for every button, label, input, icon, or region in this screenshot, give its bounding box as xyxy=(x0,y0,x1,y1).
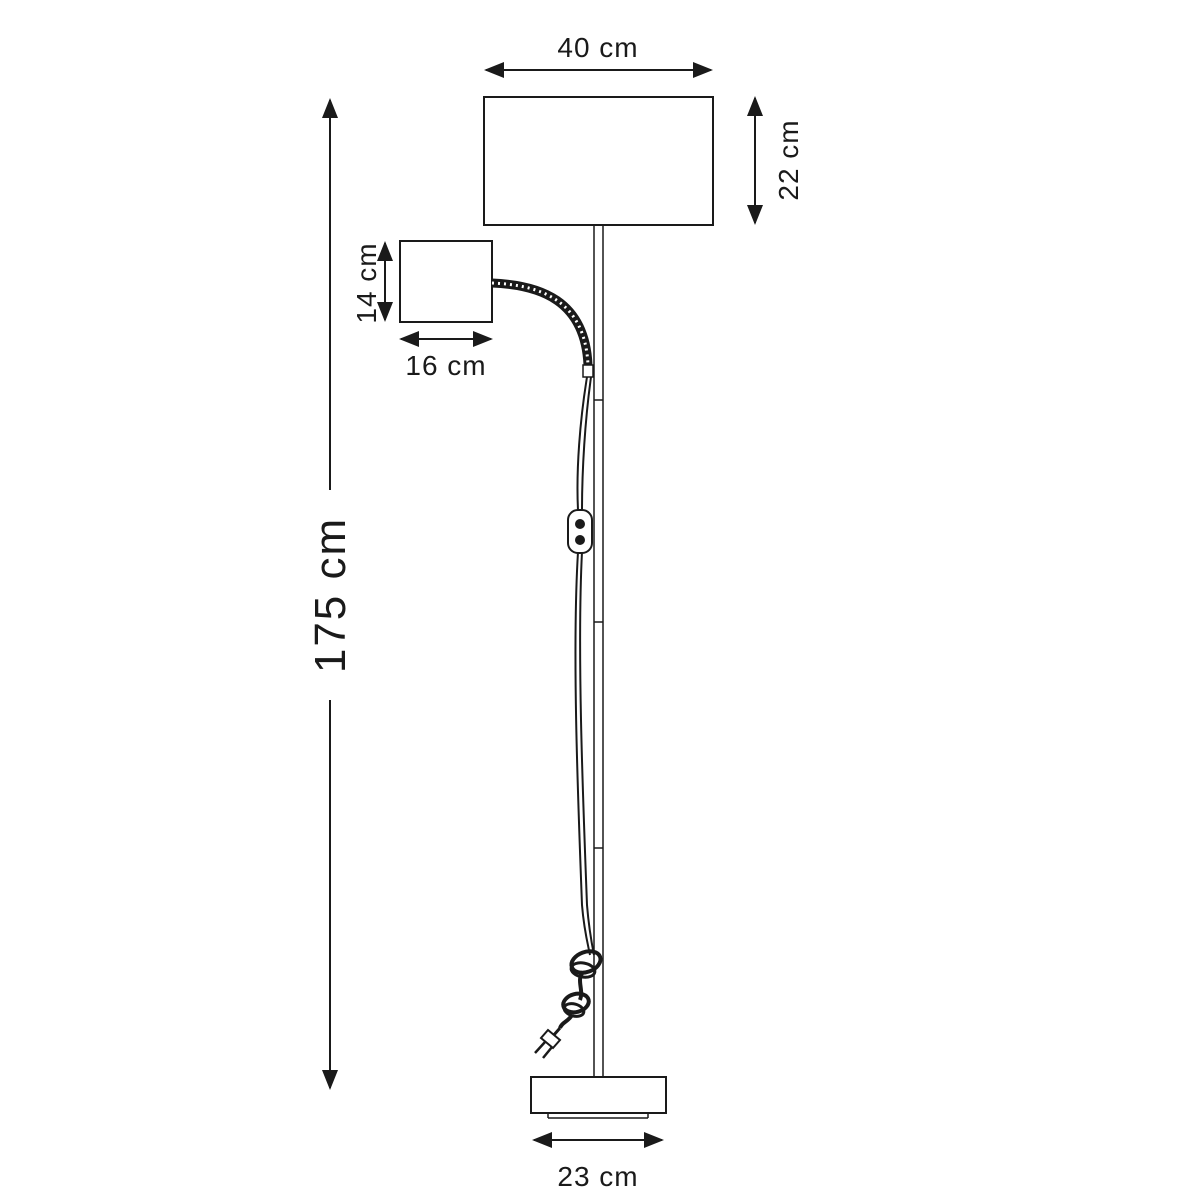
shade-height-label: 22 cm xyxy=(773,119,804,200)
shade-width-dimension: 40 cm xyxy=(484,32,713,78)
reading-shade xyxy=(399,240,493,323)
lamp-base xyxy=(530,1076,667,1119)
power-cable xyxy=(574,376,595,956)
shade-height-dimension: 22 cm xyxy=(747,96,804,225)
reading-shade-width-label: 16 cm xyxy=(405,350,486,381)
base-width-label: 23 cm xyxy=(557,1161,638,1192)
total-height-label: 175 cm xyxy=(306,517,355,673)
gooseneck-arm xyxy=(491,278,594,378)
reading-shade-height-dimension: 14 cm xyxy=(351,241,393,324)
coiled-cable xyxy=(558,949,603,1029)
reading-shade-height-label: 14 cm xyxy=(351,242,382,323)
lamp-pole xyxy=(593,225,604,1077)
main-shade xyxy=(483,96,714,226)
shade-width-label: 40 cm xyxy=(557,32,638,63)
power-plug xyxy=(534,1027,562,1059)
total-height-dimension: 175 cm xyxy=(306,98,355,1090)
reading-shade-width-dimension: 16 cm xyxy=(399,331,493,381)
base-width-dimension: 23 cm xyxy=(532,1132,664,1192)
inline-switch xyxy=(567,509,593,554)
